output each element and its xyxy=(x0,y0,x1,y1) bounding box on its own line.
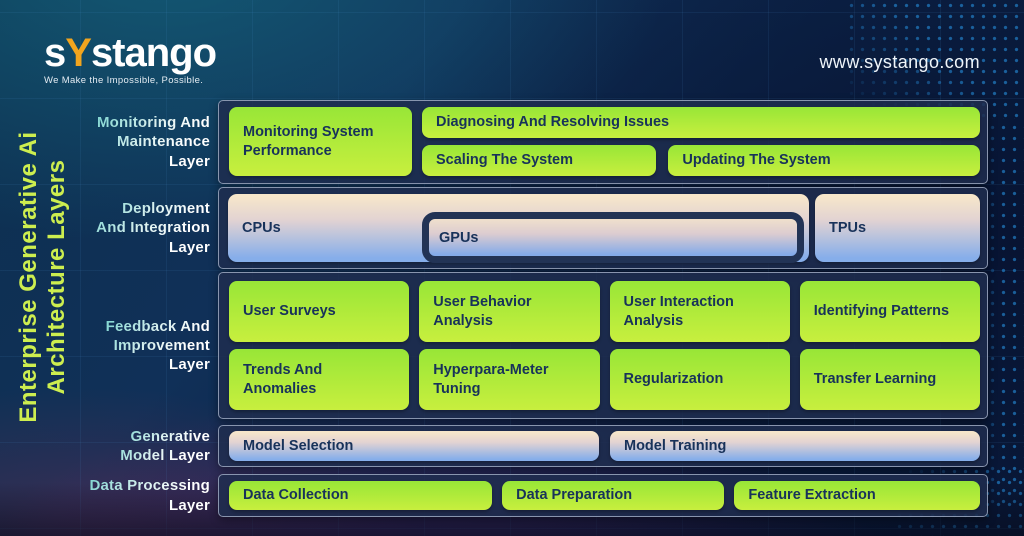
box-scaling-the-system: Scaling The System xyxy=(422,145,657,176)
box-trends-and-anomalies: Trends And Anomalies xyxy=(229,349,410,410)
box-diagnosing-resolving-issues: Diagnosing And Resolving Issues xyxy=(422,107,980,138)
logo-wordmark: sYstango xyxy=(44,31,217,75)
logo-part-pre: s xyxy=(44,31,66,75)
logo-tagline: We Make the Impossible, Possible. xyxy=(44,75,204,86)
website-link[interactable]: www.systango.com xyxy=(819,52,980,72)
label-deployment-integration-layer: Deployment And Integration Layer xyxy=(28,187,210,269)
box-regularization: Regularization xyxy=(609,349,790,410)
label-monitoring-maintenance-layer: Monitoring And Maintenance Layer xyxy=(28,100,210,184)
box-user-behavior-analysis: User Behavior Analysis xyxy=(419,281,600,342)
box-identifying-patterns: Identifying Patterns xyxy=(799,281,980,342)
panel-monitoring-bottom-row: Scaling The System Updating The System xyxy=(422,145,980,176)
panel-data-processing: Data Collection Data Preparation Feature… xyxy=(218,474,988,517)
label-data-processing-layer: Data Processing Layer xyxy=(28,474,210,517)
box-tpus: TPUs xyxy=(815,194,980,262)
label-generative-model-layer: Generative Model Layer xyxy=(28,425,210,467)
label-text: Feedback And Improvement Layer xyxy=(105,317,210,374)
box-user-interaction-analysis: User Interaction Analysis xyxy=(609,281,790,342)
label-text: Data Processing Layer xyxy=(89,477,210,514)
label-feedback-improvement-layer: Feedback And Improvement Layer xyxy=(28,272,210,419)
label-text: Monitoring And Maintenance Layer xyxy=(96,114,210,170)
systango-logo: sYstango We Make the Impossible, Possibl… xyxy=(44,31,217,86)
box-feature-extraction: Feature Extraction xyxy=(734,481,980,510)
box-model-training: Model Training xyxy=(610,431,980,461)
box-data-collection: Data Collection xyxy=(229,481,493,510)
box-gpus-label: GPUs xyxy=(439,229,479,246)
box-updating-the-system: Updating The System xyxy=(668,145,980,176)
panel-feedback-improvement: User Surveys User Behavior Analysis User… xyxy=(218,272,988,419)
logo-part-accent: Y xyxy=(65,31,92,75)
box-model-selection: Model Selection xyxy=(229,431,599,461)
box-cpus-label: CPUs xyxy=(242,219,281,236)
box-data-preparation: Data Preparation xyxy=(502,481,725,510)
box-tpus-label: TPUs xyxy=(829,219,867,236)
box-user-surveys: User Surveys xyxy=(229,281,410,342)
box-gpus: GPUs xyxy=(422,212,804,263)
panel-monitoring-maintenance: Monitoring System Performance Diagnosing… xyxy=(218,100,988,184)
panel-monitoring-right-group: Diagnosing And Resolving Issues Scaling … xyxy=(422,107,980,176)
label-text: Deployment And Integration Layer xyxy=(96,200,210,256)
panel-deployment-integration: CPUs GPUs TPUs xyxy=(218,187,988,269)
logo-part-post: stango xyxy=(90,31,217,75)
panel-generative-model: Model Selection Model Training xyxy=(218,425,988,467)
box-monitoring-system-performance: Monitoring System Performance xyxy=(229,107,412,176)
box-hyperparameter-tuning: Hyperpara-Meter Tuning xyxy=(419,349,600,410)
dot-pattern-right-edge xyxy=(984,118,1024,506)
label-text: Generative Model Layer xyxy=(120,427,210,464)
box-transfer-learning: Transfer Learning xyxy=(799,349,980,410)
